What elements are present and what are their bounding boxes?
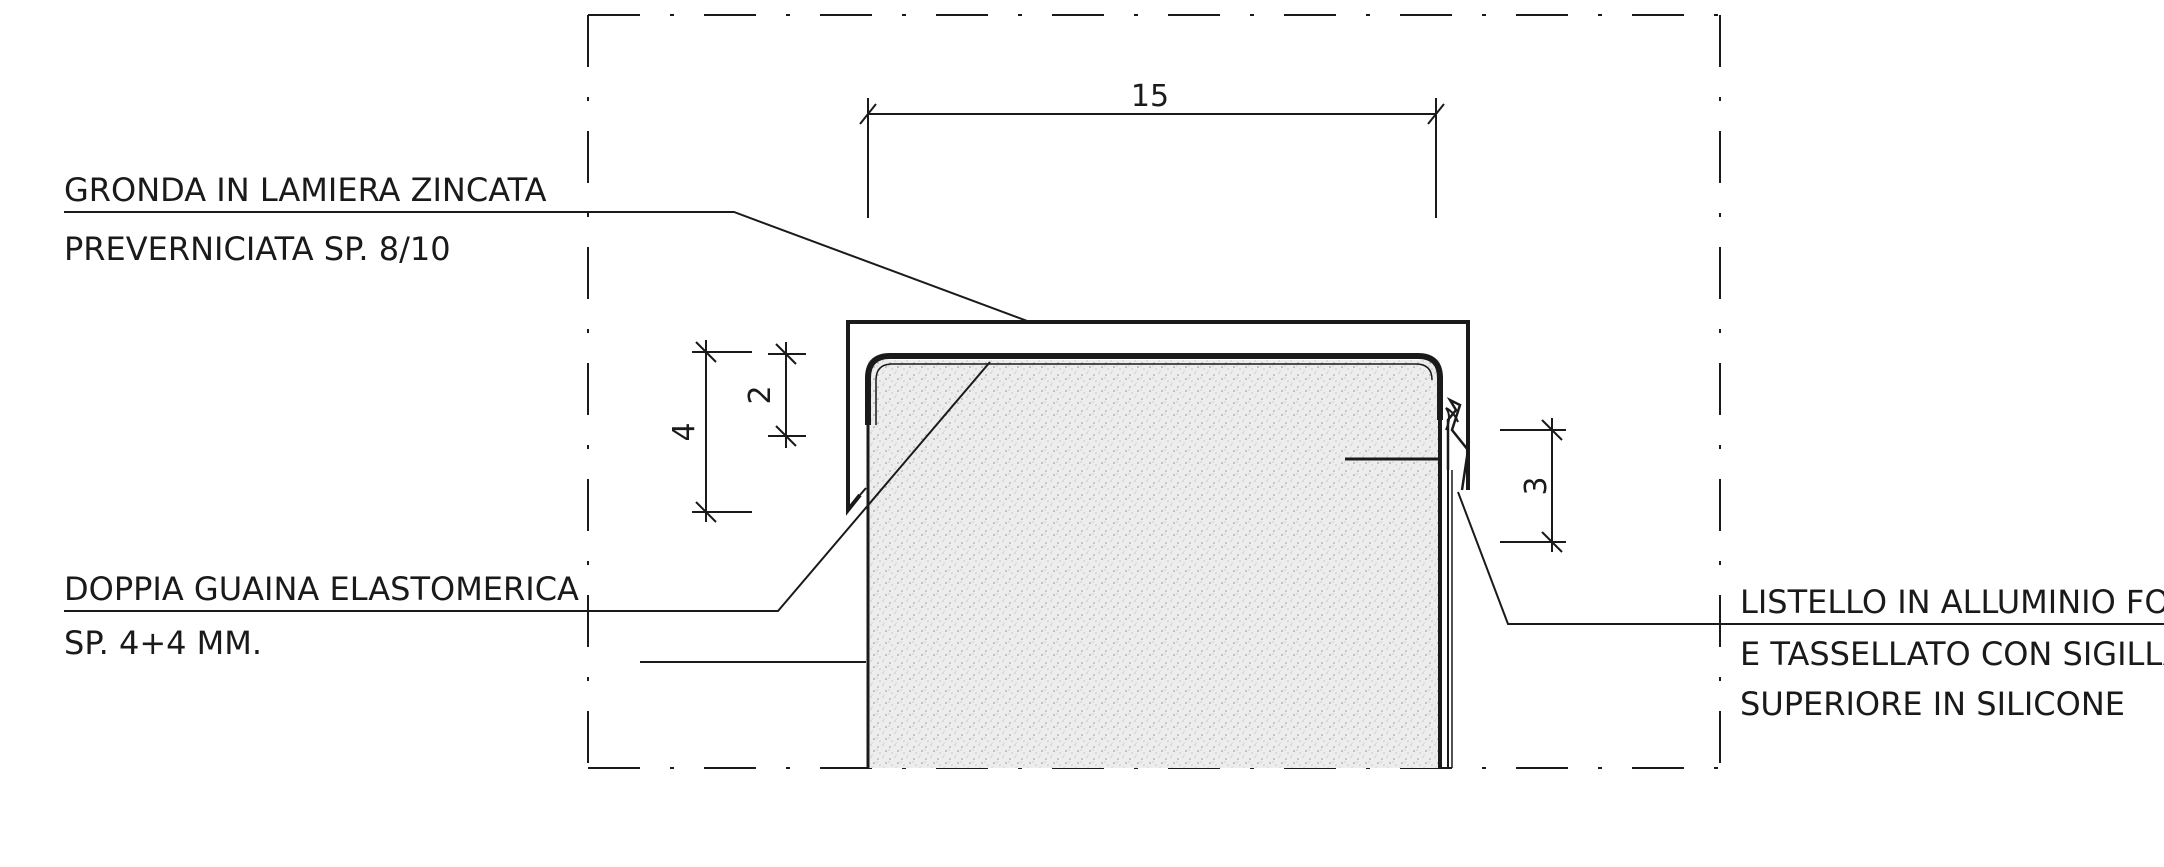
label-gronda-line1: GRONDA IN LAMIERA ZINCATA [64,171,547,209]
dashed-frame [587,14,1721,769]
label-listello-line1: LISTELLO IN ALLUMINIO FORATO [1740,583,2164,621]
label-guaina-line2: SP. 4+4 MM. [64,624,262,662]
dimension-height-left-outer-value: 4 [667,422,702,441]
dimension-width-top-value: 15 [1131,79,1169,114]
wall-core [868,360,1440,768]
elastomeric-membrane [865,353,1443,425]
label-gronda-line2: PREVERNICIATA SP. 8/10 [64,230,451,268]
elastomeric-membrane-inner [875,363,1433,425]
leader-guaina [64,361,991,612]
dimension-width-top [859,98,1445,218]
dimension-height-right [1500,418,1566,553]
leader-lines [64,211,2164,663]
label-listello-line3: SUPERIORE IN SILICONE [1740,685,2125,723]
gutter-sheet [846,320,1470,516]
aluminium-strip [1446,396,1470,491]
gutter-drip-left [859,487,867,496]
leader-listello [1457,491,2164,625]
label-guaina-line1: DOPPIA GUAINA ELASTOMERICA [64,570,579,608]
dimension-height-left-outer [692,340,752,523]
leader-gronda [64,211,1031,323]
wall-outline [866,370,1453,768]
dimension-height-left-inner-value: 2 [743,385,778,404]
label-listello-line2: E TASSELLATO CON SIGILLATURA [1740,635,2164,673]
silicone-seal [1445,407,1459,431]
dimension-height-right-value: 3 [1519,476,1554,495]
dimension-height-left-inner [768,342,806,448]
